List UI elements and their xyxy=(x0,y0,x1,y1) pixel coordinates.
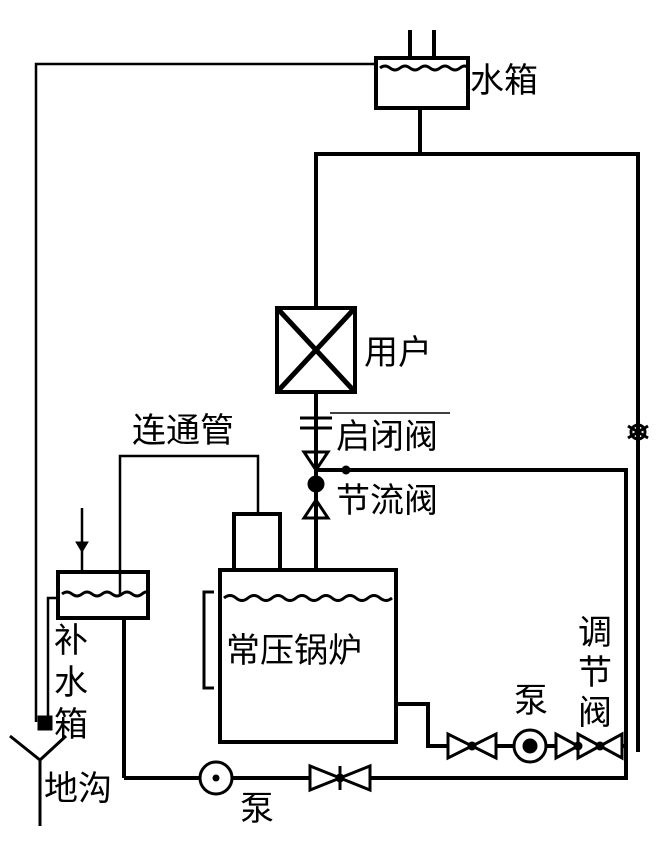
right-pump xyxy=(512,728,548,764)
user-unit xyxy=(275,306,357,394)
supply-loop xyxy=(314,108,640,752)
bottom-pump xyxy=(198,760,234,796)
water-tank xyxy=(374,30,470,110)
bypass-pipe xyxy=(316,465,628,780)
on-off-valve xyxy=(300,410,332,436)
throttle-valve-label: 节流阀 xyxy=(336,481,438,521)
bottom-valve xyxy=(308,763,372,793)
makeup-tank-label-1: 补 xyxy=(54,621,88,661)
floor-drain xyxy=(9,734,68,826)
right-riser-valve xyxy=(627,423,649,441)
regulating-valve xyxy=(554,731,624,761)
atmospheric-boiler xyxy=(202,512,398,744)
water-tank-label: 水箱 xyxy=(470,61,538,101)
regulating-valve-label-1: 调 xyxy=(578,613,612,653)
right-pump-label: 泵 xyxy=(514,681,548,721)
regulating-valve-label-2: 节 xyxy=(578,653,612,693)
connecting-pipe-label: 连通管 xyxy=(132,411,234,451)
floor-drain-label: 地沟 xyxy=(44,769,112,809)
makeup-tank-label-2: 水 xyxy=(54,663,88,703)
makeup-water-tank xyxy=(37,508,150,778)
overflow-pipe xyxy=(34,62,376,722)
on-off-valve-label: 启闭阀 xyxy=(336,417,438,457)
boiler-label: 常压锅炉 xyxy=(226,631,362,671)
regulating-valve-label-3: 阀 xyxy=(578,693,612,733)
throttle-valve xyxy=(301,450,331,520)
bottom-pump-label: 泵 xyxy=(240,789,274,829)
makeup-tank-label-3: 箱 xyxy=(54,705,88,745)
user-label: 用户 xyxy=(364,333,432,373)
outlet-check-valve xyxy=(446,731,498,761)
connecting-pipe xyxy=(118,454,260,596)
